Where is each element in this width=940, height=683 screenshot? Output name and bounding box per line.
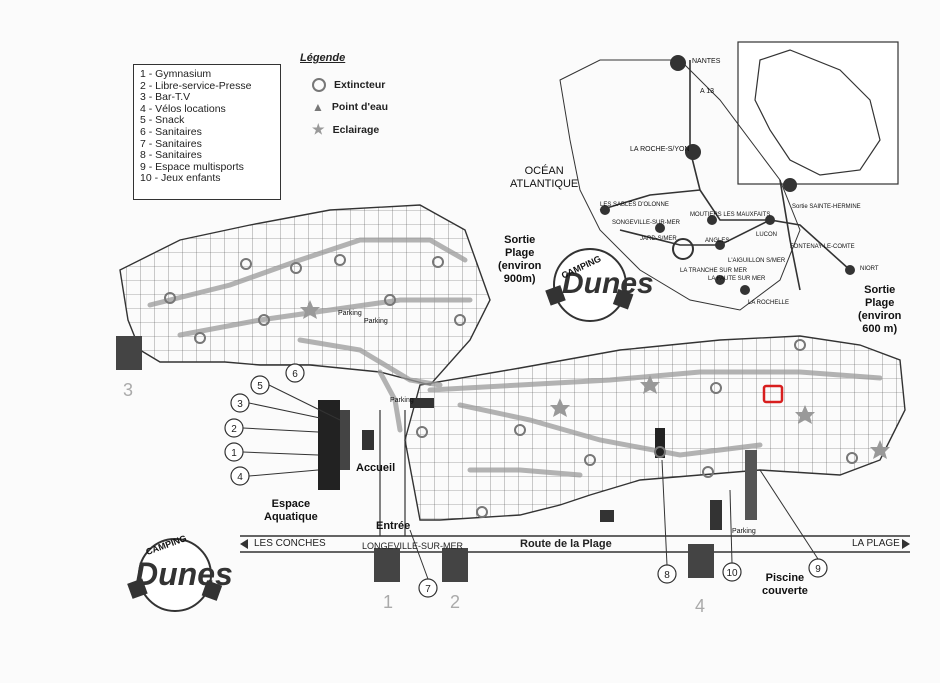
road-label-longeville: LONGEVILLE-SUR-MER (362, 541, 464, 551)
town-la-faute: LA FAUTE SUR MER (708, 276, 766, 282)
svg-text:10: 10 (726, 568, 738, 579)
road-a13: A 13 (700, 88, 715, 95)
legend-item: 8 - Sanitaires (140, 149, 202, 162)
legend-title: Légende (300, 52, 346, 64)
legend-eclairage: ★ Eclairage (312, 121, 380, 137)
svg-text:6: 6 (292, 369, 298, 380)
legend-box: 1 - Gymnasium 2 - Libre-service-Presse 3… (133, 64, 281, 200)
site-locator (672, 238, 694, 260)
svg-text:1: 1 (383, 592, 393, 612)
lighting-icon: ★ (312, 121, 325, 137)
legend-item: 10 - Jeux enfants (140, 172, 221, 185)
parking-label: Parking (390, 397, 414, 404)
svg-text:9: 9 (815, 564, 821, 575)
marker-5: 5 (257, 381, 263, 392)
town-la-tranche: LA TRANCHE SUR MER (680, 268, 747, 274)
legend-item: 6 - Sanitaires (140, 125, 202, 138)
svg-text:2: 2 (450, 592, 460, 612)
town-lucon: LUCON (756, 232, 778, 238)
town-songeville: SONGEVILLE-SUR-MER (612, 220, 681, 226)
road-label-route-plage: Route de la Plage (520, 538, 612, 550)
svg-text:2: 2 (231, 424, 237, 435)
building-main (318, 400, 340, 490)
legend-item: 1 - Gymnasium (140, 68, 212, 80)
legend-item: 2 - Libre-service-Presse (140, 79, 252, 92)
svg-text:8: 8 (664, 570, 670, 581)
town-fontenay: FONTENAY-LE-COMTE (790, 244, 855, 250)
legend-item: 9 - Espace multisports (140, 160, 244, 173)
camping-logo-top: Dunes (545, 248, 654, 322)
legend-point-eau: ▲ Point d'eau (312, 100, 389, 114)
svg-text:4: 4 (237, 472, 243, 483)
svg-text:4: 4 (695, 596, 705, 616)
legend-item: 3 - Bar-T.V (140, 91, 191, 104)
town-aiguillon: L'AIGUILLON S/MER (728, 258, 786, 264)
highlight-plot (762, 384, 784, 404)
town-jard: JARD-S/MER (640, 236, 677, 242)
campsite-boundary-west (119, 204, 491, 386)
inset-towns (600, 55, 855, 295)
sanitary-icons (116, 336, 714, 582)
parking-label: Parking (338, 310, 362, 317)
internal-paths (147, 237, 883, 478)
parking-label: Parking (364, 318, 388, 325)
town-la-roche: LA ROCHE-S/YON (630, 146, 690, 153)
extinguisher-markers (164, 254, 858, 518)
town-la-rochelle: LA ROCHELLE (748, 300, 790, 306)
lighting-markers (300, 300, 890, 459)
svg-text:7: 7 (425, 584, 431, 595)
parking-label: Parking (732, 528, 756, 535)
legend-item: 4 - Vélos locations (140, 102, 226, 115)
road-label-la-plage: LA PLAGE (852, 538, 900, 549)
water-point-icon: ▲ (312, 100, 324, 114)
extinguisher-icon (312, 78, 326, 92)
legend-extincteur: Extincteur (312, 78, 385, 92)
road-label-les-conches: LES CONCHES (254, 538, 326, 549)
camping-logo-bottom: Dunes (127, 538, 233, 612)
legend-item: 7 - Sanitaires (140, 137, 202, 150)
svg-text:Dunes: Dunes (135, 556, 233, 592)
region-inset-map (559, 41, 899, 311)
exit-sainte-hermine: Sortie SAINTE-HERMINE (792, 204, 861, 210)
town-sables: LES SABLES D'OLONNE (600, 202, 669, 208)
town-moutiers: MOUTIERS LES MAUXFAITS (690, 212, 771, 218)
town-nantes: NANTES (692, 58, 721, 65)
svg-text:3: 3 (123, 380, 133, 400)
legend-item: 5 - Snack (140, 114, 185, 127)
svg-text:1: 1 (231, 448, 237, 459)
svg-text:3: 3 (237, 399, 243, 410)
town-angles: ANGLES (705, 238, 730, 244)
accueil-label: Accueil (356, 462, 396, 474)
town-niort: NIORT (860, 266, 879, 272)
svg-text:Dunes: Dunes (562, 267, 654, 300)
entrance-label: Entrée (376, 520, 411, 532)
